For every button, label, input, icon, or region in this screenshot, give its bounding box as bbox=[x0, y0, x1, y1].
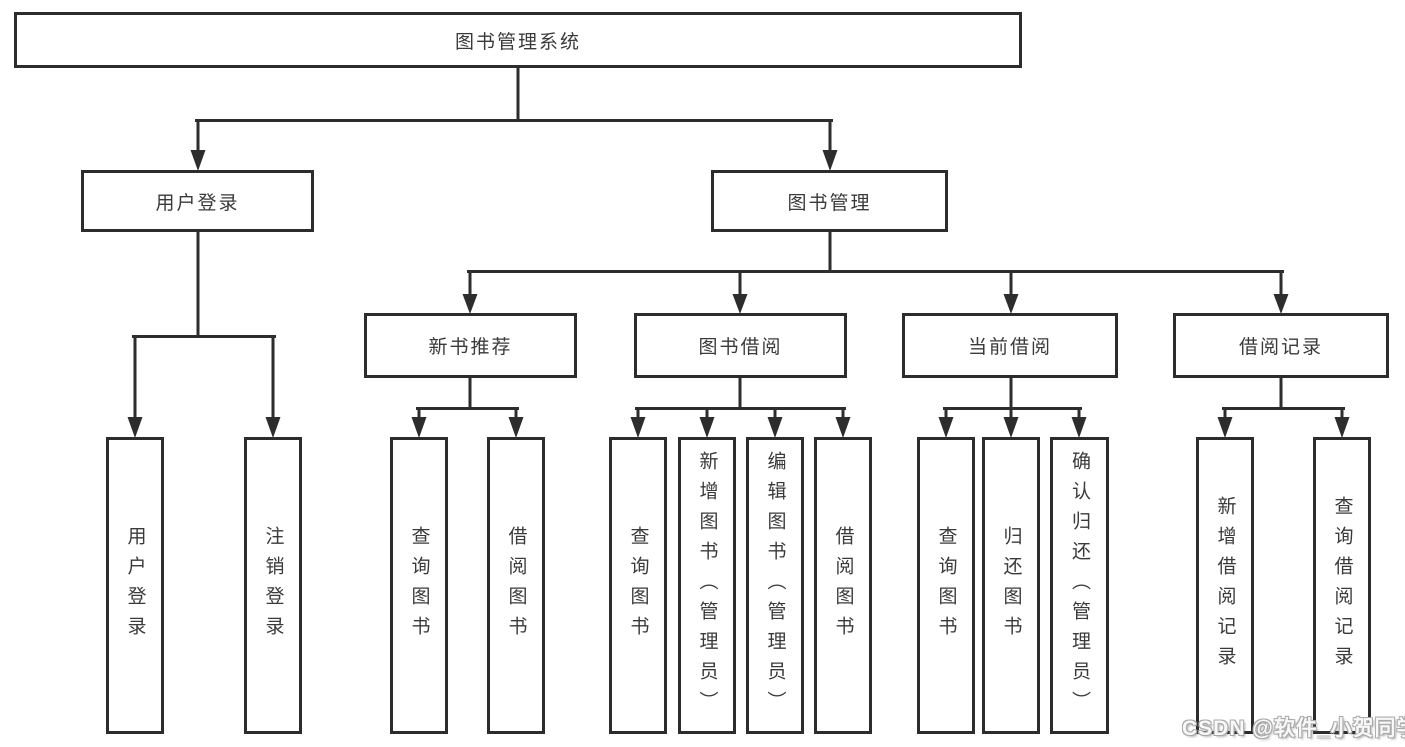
node-root-label: 图书管理系统 bbox=[454, 31, 581, 53]
leaf-bb-borrow-book: 借阅图书 bbox=[814, 437, 872, 734]
leaf-bb-borrow-book-label: 借阅图书 bbox=[832, 525, 854, 646]
leaf-cb-query-book-label: 查询图书 bbox=[935, 525, 957, 646]
leaf-logout-label: 注销登录 bbox=[262, 525, 284, 646]
node-borrow-records: 借阅记录 bbox=[1173, 313, 1389, 378]
leaf-rec-query-book: 查询图书 bbox=[390, 437, 448, 734]
leaf-br-add-record: 新增借阅记录 bbox=[1196, 437, 1254, 734]
leaf-br-query-record: 查询借阅记录 bbox=[1313, 437, 1371, 734]
leaf-bb-add-book-admin-label: 新增图书（管理员） bbox=[696, 450, 718, 721]
leaf-cb-confirm-return-admin: 确认归还（管理员） bbox=[1050, 437, 1109, 734]
leaf-br-query-record-label: 查询借阅记录 bbox=[1331, 495, 1353, 676]
leaf-rec-query-book-label: 查询图书 bbox=[408, 525, 430, 646]
node-current-borrow-label: 当前借阅 bbox=[967, 337, 1052, 358]
leaf-bb-query-book: 查询图书 bbox=[609, 437, 667, 734]
leaf-logout: 注销登录 bbox=[244, 437, 302, 734]
node-new-book-recommend-label: 新书推荐 bbox=[428, 337, 513, 358]
node-book-mgmt-label: 图书管理 bbox=[787, 192, 872, 214]
leaf-rec-borrow-book-label: 借阅图书 bbox=[505, 525, 527, 646]
leaf-user-login-label: 用户登录 bbox=[124, 525, 146, 646]
node-book-borrow-label: 图书借阅 bbox=[698, 337, 783, 358]
leaf-bb-query-book-label: 查询图书 bbox=[627, 525, 649, 646]
leaf-cb-return-book: 归还图书 bbox=[982, 437, 1040, 734]
node-root: 图书管理系统 bbox=[14, 12, 1022, 68]
leaf-cb-query-book: 查询图书 bbox=[917, 437, 975, 734]
node-user-login: 用户登录 bbox=[81, 170, 314, 232]
leaf-bb-add-book-admin: 新增图书（管理员） bbox=[678, 437, 736, 734]
node-current-borrow: 当前借阅 bbox=[902, 313, 1118, 378]
arrowheads bbox=[127, 150, 1350, 438]
leaf-bb-edit-book-admin: 编辑图书（管理员） bbox=[746, 437, 804, 734]
watermark: CSDN @软件_小贺同学 bbox=[1182, 717, 1405, 740]
node-user-login-label: 用户登录 bbox=[155, 192, 240, 214]
leaf-br-add-record-label: 新增借阅记录 bbox=[1214, 495, 1236, 676]
leaf-bb-edit-book-admin-label: 编辑图书（管理员） bbox=[764, 450, 786, 721]
node-new-book-recommend: 新书推荐 bbox=[364, 313, 577, 378]
node-book-borrow: 图书借阅 bbox=[634, 313, 847, 378]
leaf-cb-confirm-return-admin-label: 确认归还（管理员） bbox=[1069, 450, 1090, 721]
leaf-rec-borrow-book: 借阅图书 bbox=[487, 437, 545, 734]
node-borrow-records-label: 借阅记录 bbox=[1238, 337, 1323, 358]
leaf-cb-return-book-label: 归还图书 bbox=[1000, 525, 1022, 646]
node-book-mgmt: 图书管理 bbox=[711, 170, 948, 232]
leaf-user-login: 用户登录 bbox=[106, 437, 164, 734]
